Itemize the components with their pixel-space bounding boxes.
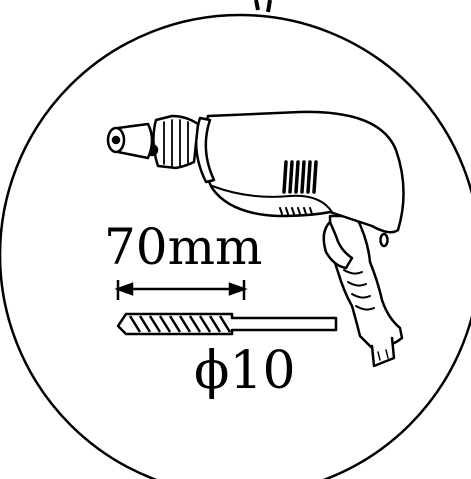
drill-bit-flutes <box>128 315 232 333</box>
drill-handle <box>328 214 404 350</box>
handle-grip <box>343 269 375 311</box>
chuck-knurling <box>163 119 189 167</box>
drill-bit-icon <box>116 312 338 336</box>
diameter-label: ϕ10 <box>194 341 296 401</box>
electric-drill-icon <box>106 110 405 368</box>
vent-slots <box>282 160 318 194</box>
bottom-vents <box>279 207 313 215</box>
housing-seam <box>211 185 333 213</box>
power-cord-top <box>254 0 272 13</box>
length-label: 70mm <box>104 218 262 276</box>
dimension-arrow-icon <box>114 280 248 300</box>
lock-button <box>379 232 389 248</box>
drill-chuck <box>152 114 200 170</box>
drill-cord <box>370 336 396 368</box>
drill-trigger <box>322 220 354 270</box>
circle-frame <box>0 13 471 479</box>
